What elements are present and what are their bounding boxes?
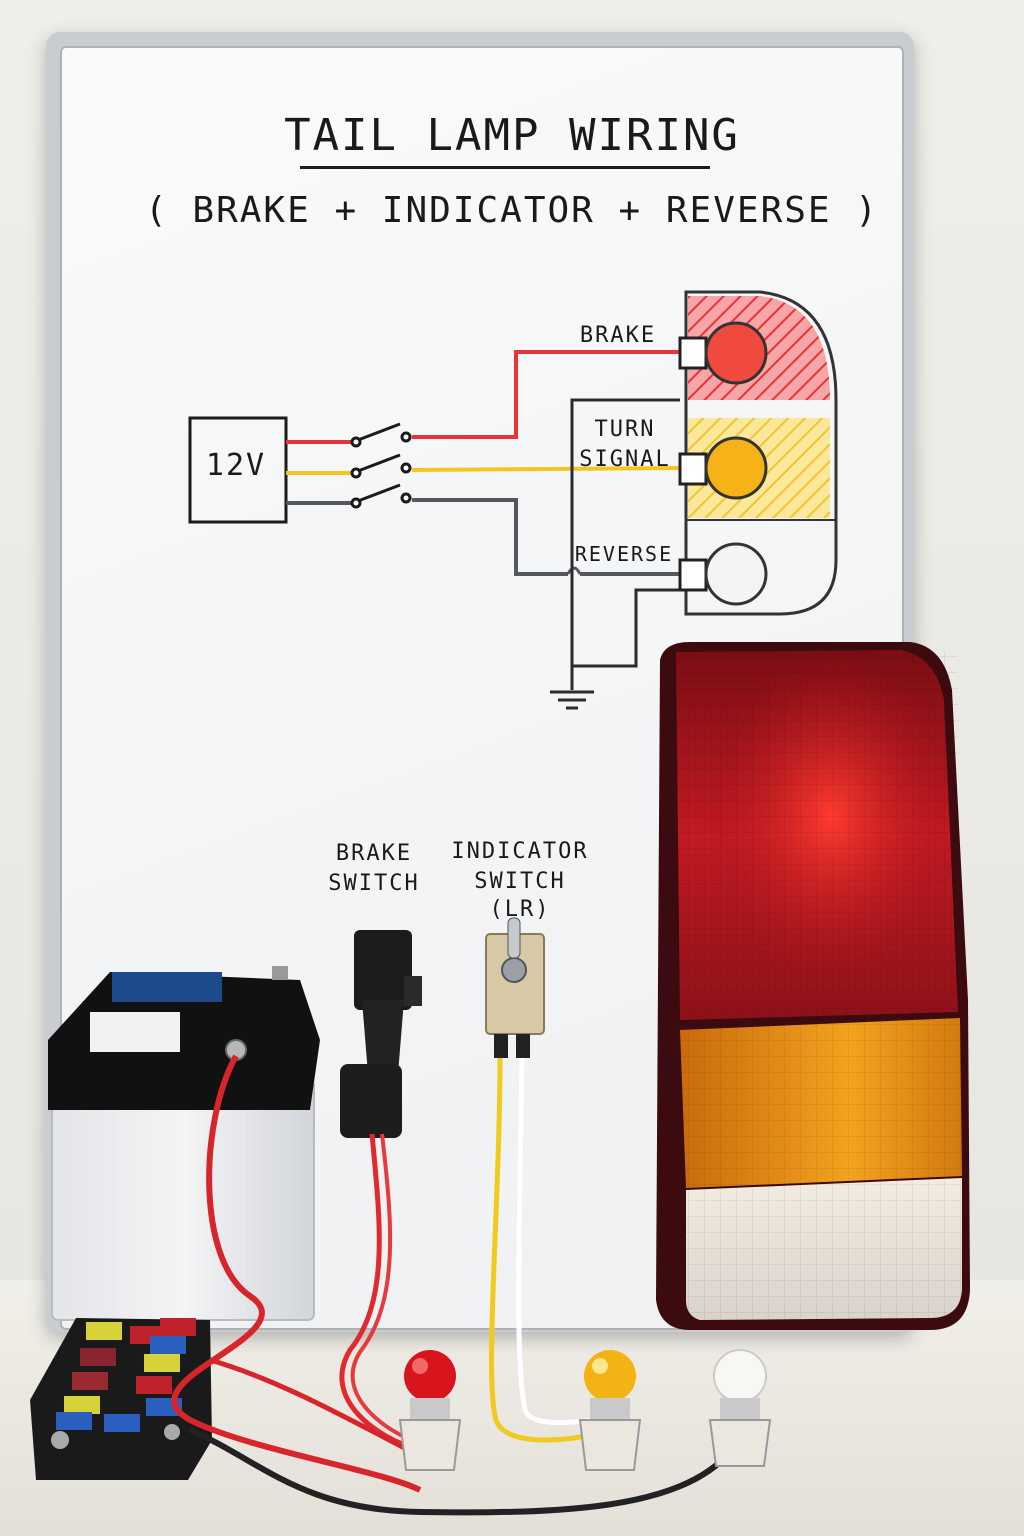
toggle-switch-icon [485, 917, 545, 1058]
brake-switch-label-1: BRAKE [335, 841, 413, 866]
brake-bulb-symbol [678, 321, 768, 385]
supply-label: 12V [205, 448, 267, 483]
turn-label-2: SIGNAL [579, 447, 671, 472]
tail-lamp-icon [656, 642, 970, 1330]
brake-switch-wire [339, 1133, 421, 1453]
indicator-yellow-wire [489, 1057, 611, 1443]
turn-label-1: TURN [594, 417, 656, 442]
indicator-switch-label-3: (LR) [489, 897, 551, 922]
board-title: TAIL LAMP WIRING [284, 110, 740, 161]
reverse-bulb-symbol [678, 542, 768, 606]
indicator-switch-label-1: INDICATOR [451, 839, 589, 864]
turn-bulb-symbol [678, 436, 768, 500]
supply-box [188, 416, 288, 524]
ground-return-wire [188, 1427, 733, 1516]
indicator-switch-label-2: SWITCH [474, 869, 566, 894]
amber-bulb-icon [578, 1350, 642, 1471]
reverse-wire [286, 498, 684, 576]
battery-icon [48, 966, 320, 1321]
ground-wire [570, 398, 684, 668]
ground-symbol-icon [550, 690, 594, 710]
board-subtitle: ( BRAKE + INDICATOR + REVERSE ) [145, 190, 879, 231]
red-bulb-icon [398, 1350, 462, 1471]
switch-symbols [350, 422, 412, 509]
battery-positive-wire [171, 1054, 422, 1493]
turn-wire [286, 466, 685, 475]
lamp-drawing-outline [684, 290, 838, 616]
indicator-white-wire [516, 1057, 613, 1425]
title-underline [300, 166, 710, 169]
reverse-label: REVERSE [574, 542, 674, 566]
fuse-box-icon [30, 1318, 212, 1480]
brake-wire [286, 350, 684, 444]
brake-label: BRAKE [579, 323, 657, 348]
brake-switch-label-2: SWITCH [328, 871, 420, 896]
brake-pedal-switch-icon [340, 930, 422, 1138]
clear-bulb-icon [708, 1349, 772, 1467]
